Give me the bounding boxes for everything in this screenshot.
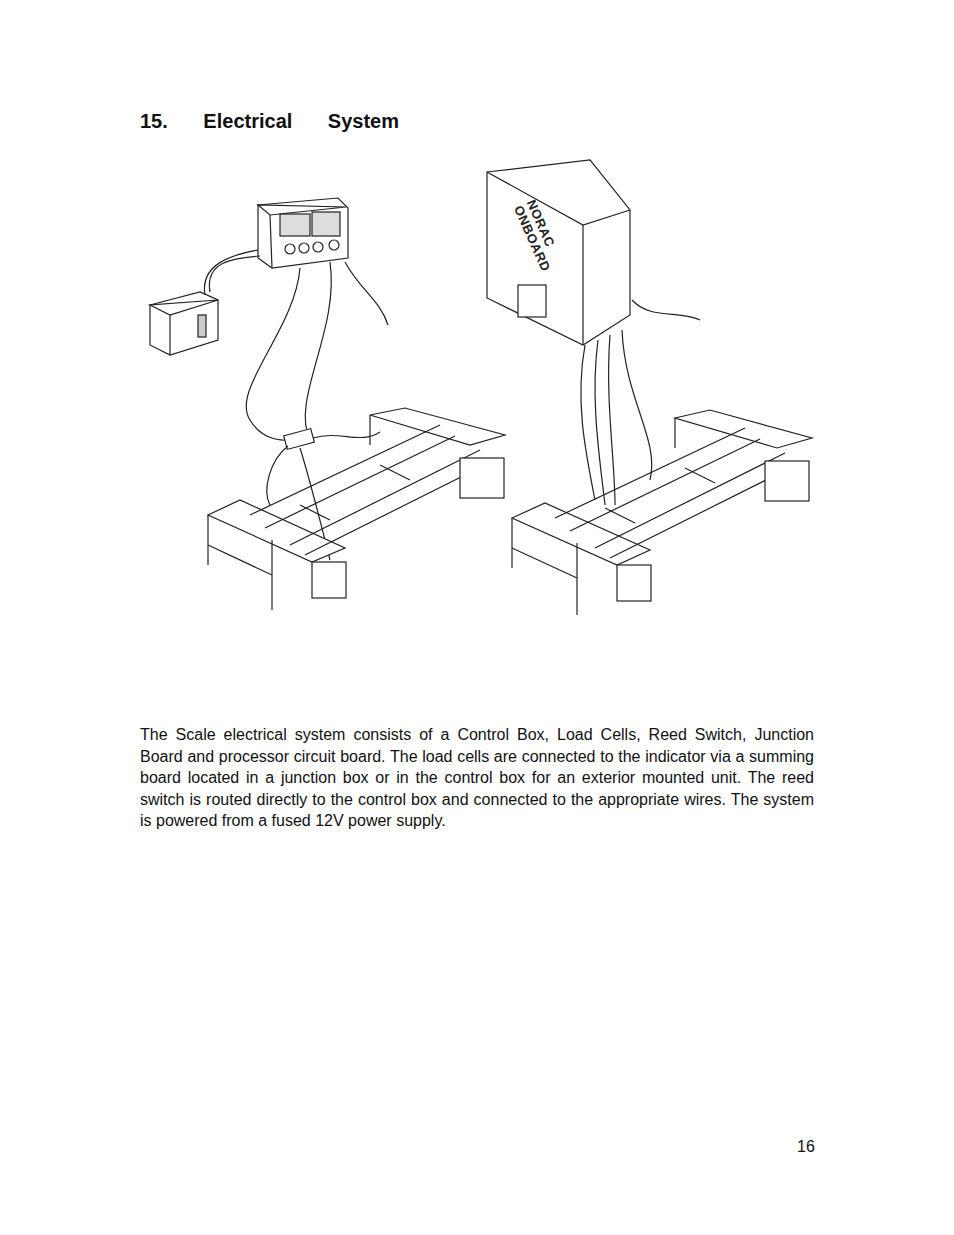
- page-number: 16: [797, 1138, 815, 1156]
- indicator: [258, 198, 348, 268]
- control-box: [487, 160, 630, 345]
- printer: [150, 292, 218, 355]
- section-heading: 15. Electrical System: [140, 110, 399, 133]
- weigh-frame: [512, 410, 812, 615]
- weigh-frame: [208, 408, 505, 610]
- body-paragraph: The Scale electrical system consists of …: [140, 724, 814, 832]
